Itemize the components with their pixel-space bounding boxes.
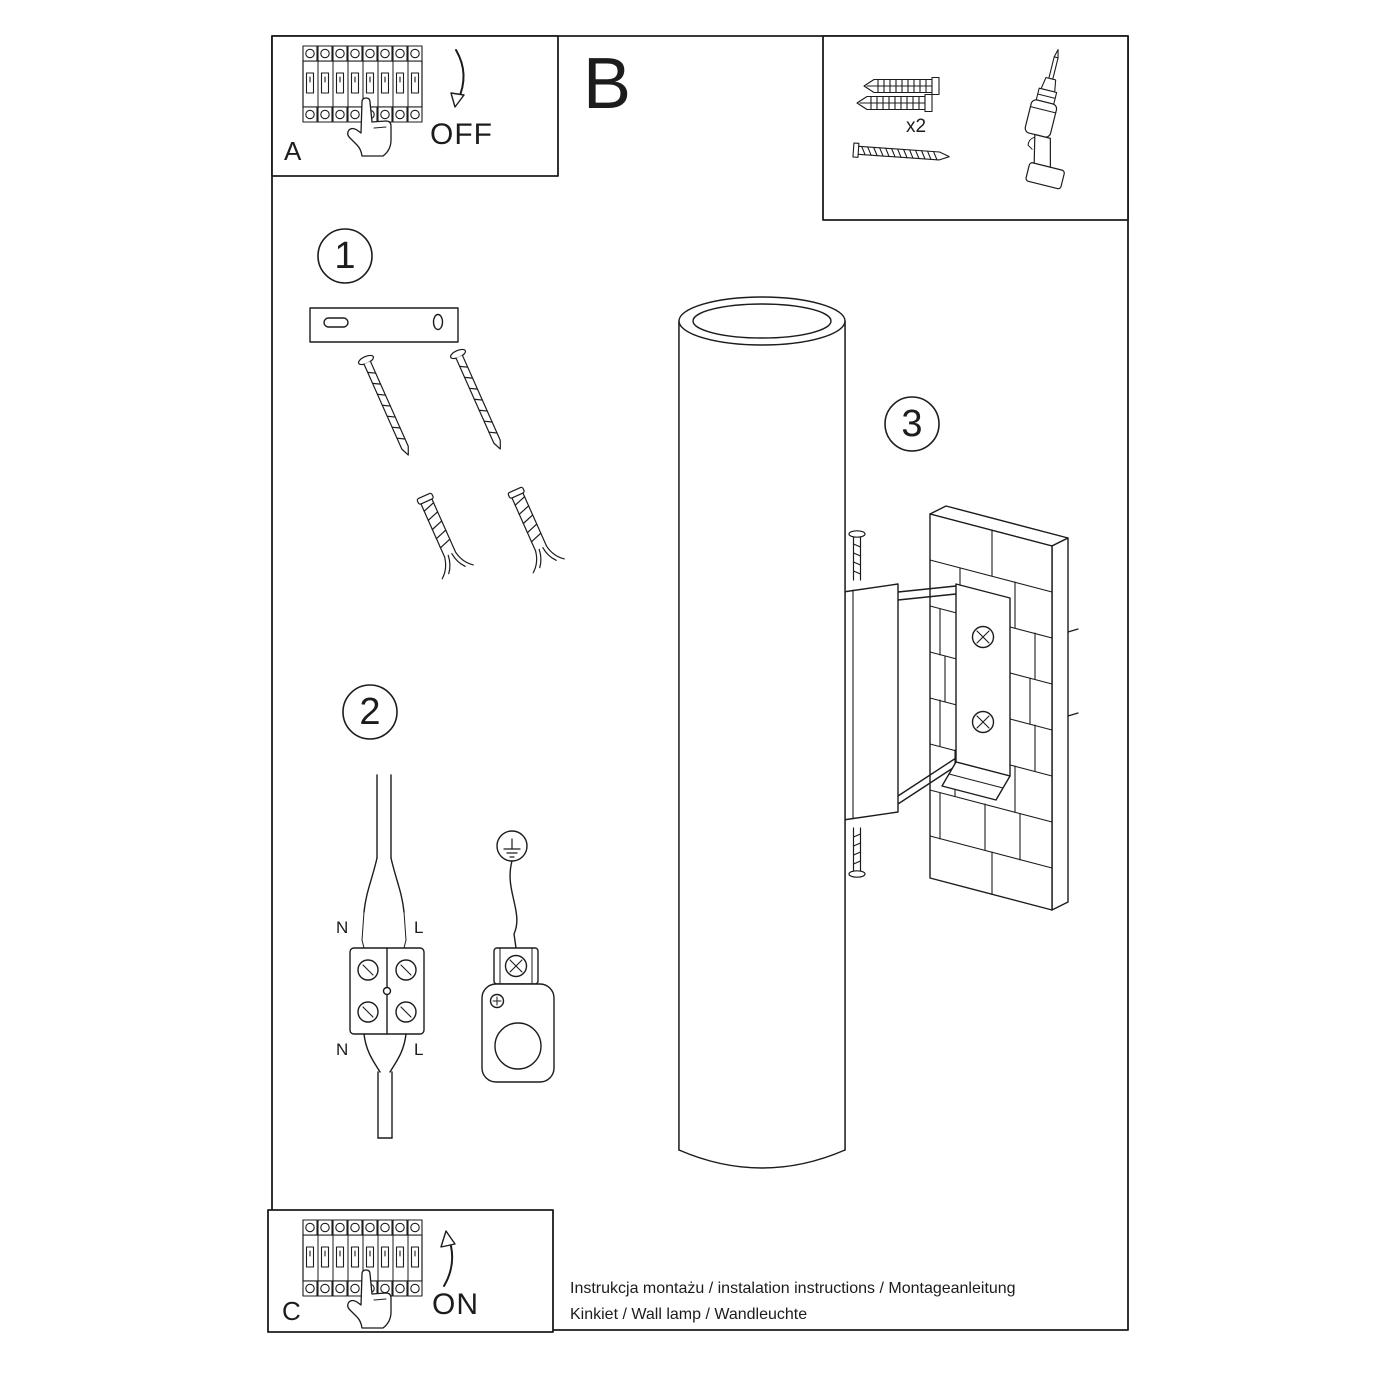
mount-screw-bottom-icon xyxy=(848,827,866,878)
main-frame xyxy=(271,35,1129,1331)
step2-number: 2 xyxy=(359,691,381,733)
supply-cable-icon xyxy=(361,774,407,949)
on-arrow-icon xyxy=(440,1230,456,1287)
section-b-label: B xyxy=(583,44,632,124)
step2-circle xyxy=(342,684,398,740)
step3-drawing xyxy=(678,296,1079,1169)
step1-circle xyxy=(317,228,373,284)
wire-label-n-top: N xyxy=(336,918,349,937)
earth-clamp-icon xyxy=(481,947,555,1083)
panel-a-drawing xyxy=(271,35,559,177)
wall-bracket-icon xyxy=(941,583,1011,801)
parts-box-drawing xyxy=(822,35,1129,221)
lamp-tube-icon xyxy=(678,296,846,1169)
earth-wire-icon xyxy=(509,860,518,949)
panel-c-drawing xyxy=(267,1209,554,1333)
terminal-block-icon xyxy=(349,947,425,1035)
lamp-back-plate-icon xyxy=(842,583,899,821)
step3-number: 3 xyxy=(901,403,923,445)
earth-symbol-icon xyxy=(496,830,528,862)
panel-c-switch-state: ON xyxy=(432,1288,479,1321)
lamp-cable-icon xyxy=(363,1033,407,1139)
step1-drawing xyxy=(309,228,565,580)
mount-screw-top-icon xyxy=(848,530,866,581)
bracket-arms-icon xyxy=(897,585,957,805)
footer-product-line: Kinkiet / Wall lamp / Wandleuchte xyxy=(570,1306,808,1323)
mounting-bracket-icon xyxy=(309,307,459,343)
panel-a-switch-state: OFF xyxy=(430,118,493,151)
anchor-quantity-label: x2 xyxy=(906,116,927,137)
wire-label-n-bottom: N xyxy=(336,1040,349,1059)
footer-instructions-line: Instrukcja montażu / instalation instruc… xyxy=(570,1280,1016,1297)
panel-c-label: C xyxy=(282,1296,301,1326)
panel-a-label: A xyxy=(284,136,302,166)
wire-label-l-top: L xyxy=(414,918,424,937)
parts-box xyxy=(822,35,1129,221)
off-arrow-icon xyxy=(450,49,465,108)
step3-circle xyxy=(884,396,940,452)
screw-anchor-left-icon xyxy=(356,352,474,580)
screw-anchor-right-icon xyxy=(448,346,565,574)
wire-label-l-bottom: L xyxy=(414,1040,424,1059)
step1-number: 1 xyxy=(334,235,356,277)
drill-icon xyxy=(1024,49,1065,190)
step2-drawing xyxy=(342,684,555,1139)
